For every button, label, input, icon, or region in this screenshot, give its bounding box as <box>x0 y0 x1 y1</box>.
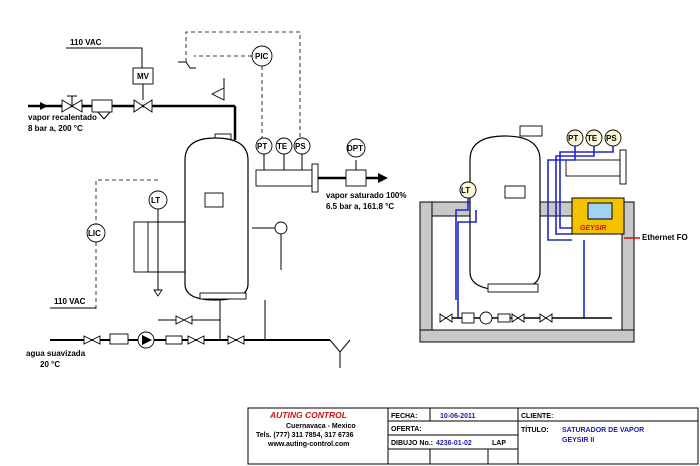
level-drain-valve <box>153 289 163 297</box>
ethernet-label: Ethernet FO <box>642 233 688 242</box>
title-block-frame <box>247 407 699 465</box>
right-skid-diagram: PT TE PS LT GEYSIR Ethernet FO <box>419 125 688 343</box>
power-label-bottom: 110 VAC <box>54 297 86 306</box>
skid-valve-3 <box>539 313 553 323</box>
fecha-value: 10-06-2011 <box>440 413 476 420</box>
skid-ps-tag: PS <box>606 134 617 143</box>
level-gauge <box>133 221 149 273</box>
skid-outlet-flange <box>619 149 627 185</box>
water-valve-1 <box>83 335 101 345</box>
power-line-top <box>66 47 143 68</box>
skid-valve-2 <box>511 313 525 323</box>
dpt-tag: DPT <box>347 144 363 153</box>
pt-tag: PT <box>257 142 267 151</box>
power-label-top: 110 VAC <box>70 38 102 47</box>
feed-pump-icon <box>137 331 155 349</box>
dibujo-value: 4236-01-02 <box>436 440 472 447</box>
lic-signal-loop <box>95 179 158 224</box>
water-valve-2 <box>187 335 205 345</box>
pic-switch <box>178 61 196 69</box>
title-block: AUTING CONTROL Cuernavaca - Mexico Tels.… <box>247 407 699 465</box>
vessel-nameplate <box>204 192 224 208</box>
saturator-vessel <box>184 137 249 301</box>
skid-frame-bottom <box>419 329 635 343</box>
steam-outlet-label: vapor saturado 100% <box>326 191 406 200</box>
steam-outlet-nozzle <box>255 169 313 187</box>
signal-wire-ps <box>559 146 614 229</box>
water-temp: 20 °C <box>40 360 60 369</box>
bypass-valve <box>175 315 193 325</box>
signal-wire-pump <box>457 210 477 318</box>
lap-label: LAP <box>492 440 506 447</box>
ps-tag: PS <box>295 142 306 151</box>
pic-signal-loop <box>185 31 301 138</box>
steam-inlet-valve <box>61 95 83 113</box>
skid-pump-icon <box>479 311 493 325</box>
skid-lt-tag: LT <box>461 186 470 195</box>
titulo-label: TÍTULO: <box>521 425 549 434</box>
skid-base-flange <box>487 283 539 293</box>
drain-funnel-icon <box>329 339 351 353</box>
skid-pt-tag: PT <box>568 134 578 143</box>
lic-tag: LIC <box>88 229 101 238</box>
control-valve-icon <box>133 99 153 113</box>
oferta-label: OFERTA: <box>391 426 422 433</box>
skid-frame-left <box>419 201 433 343</box>
water-label: agua suavizada <box>26 349 86 358</box>
control-panel-screen <box>587 202 613 220</box>
signal-wire-pt <box>547 146 576 241</box>
steam-outlet-flange <box>311 163 319 193</box>
dp-element-icon <box>345 160 367 187</box>
vessel-base-flange <box>199 292 247 300</box>
skid-outlet-nozzle <box>565 159 621 177</box>
side-indicator-icon <box>274 221 288 235</box>
water-strainer-icon <box>109 333 129 345</box>
pic-tag: PIC <box>255 52 269 61</box>
strainer-icon <box>91 99 113 120</box>
relief-valve-icon <box>210 87 225 101</box>
steam-outlet-arrow <box>378 173 388 183</box>
skid-nameplate <box>504 185 526 199</box>
company-name: AUTING CONTROL <box>269 410 347 420</box>
te-tag: TE <box>277 142 288 151</box>
skid-check-valve <box>497 313 511 323</box>
panel-brand: GEYSIR <box>580 225 606 232</box>
fecha-label: FECHA: <box>391 413 417 420</box>
signal-wire-lt <box>455 198 469 300</box>
titulo-value-2: GEYSIR II <box>562 437 594 444</box>
check-valve-icon <box>165 335 183 345</box>
water-valve-3 <box>227 335 245 345</box>
company-city: Cuernavaca - Mexico <box>286 423 356 430</box>
steam-outlet-conditions: 6.5 bar a, 161.8 °C <box>326 202 394 211</box>
skid-top-nozzle <box>519 125 543 137</box>
cliente-label: CLIENTE: <box>521 413 553 420</box>
company-phone: Tels. (777) 311 7854, 317 6736 <box>256 432 354 439</box>
titulo-value-1: SATURADOR DE VAPOR <box>562 427 644 434</box>
skid-strainer-icon <box>461 312 475 324</box>
skid-valve-1 <box>439 313 453 323</box>
mv-tag: MV <box>137 72 150 81</box>
steam-inlet-arrow <box>40 102 48 110</box>
dpt-instrument <box>346 138 366 158</box>
steam-inlet-label: vapor recalentado <box>28 113 97 122</box>
skid-te-tag: TE <box>587 134 598 143</box>
left-process-diagram: 110 VAC MV vapor recalentado 8 bar a, 20… <box>26 31 406 369</box>
lt-tag: LT <box>151 196 160 205</box>
skid-vessel <box>469 135 541 291</box>
steam-inlet-conditions: 8 bar a, 200 °C <box>28 124 83 133</box>
dibujo-label: DIBUJO No.: <box>391 440 433 447</box>
company-web: www.auting-control.com <box>267 441 349 448</box>
